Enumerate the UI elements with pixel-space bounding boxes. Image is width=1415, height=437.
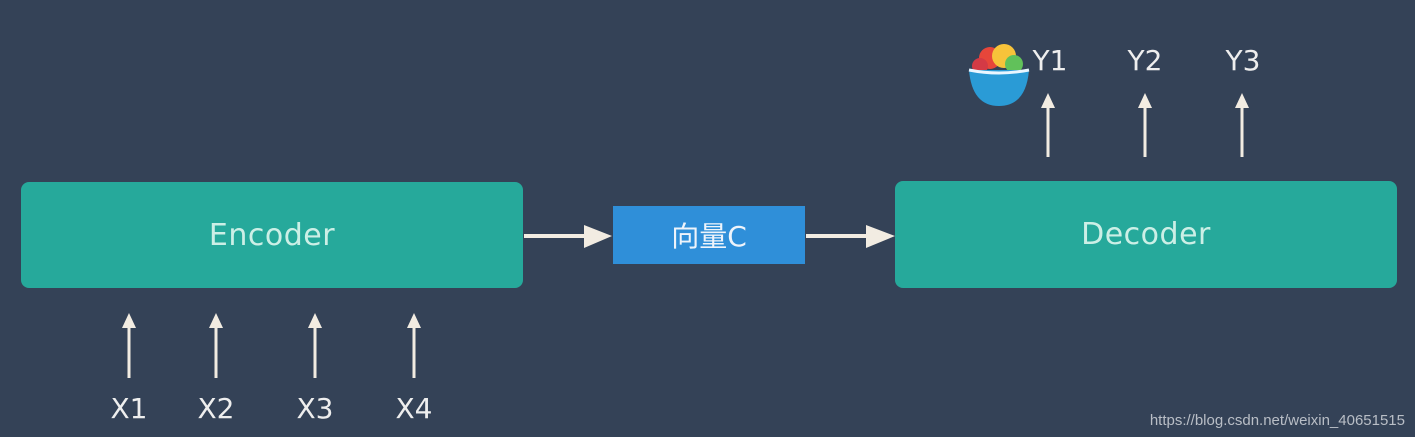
output-arrows (1041, 93, 1249, 157)
input-label-x2: X2 (197, 392, 235, 425)
input-arrow-x3 (308, 313, 322, 378)
input-arrow-x2 (209, 313, 223, 378)
input-label-x4: X4 (395, 392, 433, 425)
encoder-label: Encoder (208, 217, 336, 253)
input-arrows (122, 313, 421, 378)
vector-c-label: 向量C (671, 220, 747, 253)
decoder-box: Decoder (895, 181, 1397, 288)
encoder-to-vector-arrow (524, 225, 612, 248)
input-label-x3: X3 (296, 392, 334, 425)
output-label-y3: Y3 (1225, 44, 1261, 77)
output-label-y2: Y2 (1127, 44, 1163, 77)
fruit-bowl-icon (968, 44, 1030, 106)
input-label-x1: X1 (110, 392, 148, 425)
vector-c-box: 向量C (613, 206, 805, 264)
output-arrow-y2 (1138, 93, 1152, 157)
decoder-label: Decoder (1081, 217, 1211, 252)
vector-to-decoder-arrow (806, 225, 895, 248)
encoder-box: Encoder (21, 182, 523, 288)
output-arrow-y3 (1235, 93, 1249, 157)
watermark-url: https://blog.csdn.net/weixin_40651515 (1149, 412, 1405, 429)
input-arrow-x1 (122, 313, 136, 378)
input-arrow-x4 (407, 313, 421, 378)
output-label-y1: Y1 (1032, 44, 1068, 77)
output-arrow-y1 (1041, 93, 1055, 157)
